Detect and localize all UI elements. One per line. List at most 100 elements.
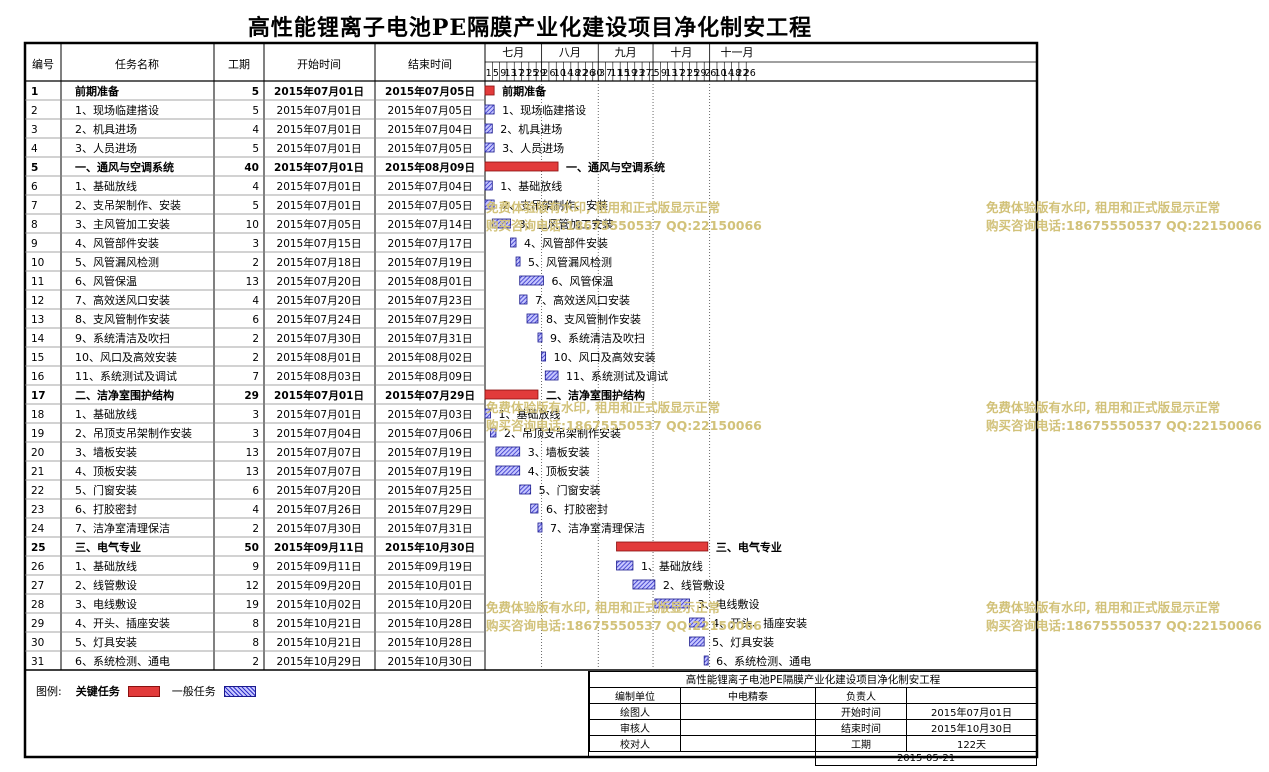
task-start: 2015年07月04日 (277, 427, 362, 440)
day-label: 17 (673, 68, 685, 79)
task-duration: 10 (246, 219, 259, 231)
day-label: 14 (561, 68, 573, 79)
task-start: 2015年09月11日 (274, 541, 364, 554)
day-label: 29 (694, 68, 706, 79)
legend: 图例: 关键任务 一般任务 (36, 683, 268, 699)
task-duration: 13 (246, 447, 259, 459)
outer-frame (23, 41, 1039, 759)
task-bar (616, 560, 634, 571)
bar-label: 4、开头、插座安装 (712, 616, 807, 630)
task-id: 19 (31, 428, 44, 440)
day-label: 17 (512, 68, 524, 79)
task-duration: 12 (246, 580, 259, 592)
task-bar (484, 408, 491, 419)
task-name: 二、洁净室围护结构 (75, 388, 174, 402)
task-end: 2015年07月04日 (388, 123, 473, 136)
task-end: 2015年10月30日 (388, 655, 473, 668)
task-name: 三、电气专业 (75, 540, 141, 554)
day-label: 21 (519, 68, 531, 79)
task-bar (654, 598, 690, 609)
task-end: 2015年07月05日 (388, 142, 473, 155)
task-id: 5 (31, 162, 38, 174)
day-label: 1 (486, 68, 492, 79)
day-label: 19 (625, 68, 637, 79)
task-name: 6、风管保温 (75, 274, 137, 288)
task-id: 8 (31, 219, 38, 231)
task-start: 2015年07月01日 (274, 389, 364, 402)
task-duration: 3 (252, 428, 259, 440)
task-bar (537, 332, 543, 343)
task-name: 5、灯具安装 (75, 635, 137, 649)
column-header: 任务名称 (115, 57, 159, 71)
critical-task-bar (484, 389, 539, 400)
task-bar (491, 218, 511, 229)
bar-label: 4、风管部件安装 (524, 236, 608, 250)
critical-task-bar (484, 85, 495, 96)
task-bar (519, 275, 544, 286)
day-label: 6 (710, 68, 716, 79)
task-name: 3、电线敷设 (75, 597, 137, 611)
info-reviewer-value (680, 719, 816, 736)
task-name: 7、高效送风口安装 (75, 293, 170, 307)
task-name: 4、风管部件安装 (75, 236, 159, 250)
task-name: 9、系统清洁及吹扫 (75, 332, 170, 345)
task-name: 1、基础放线 (75, 179, 137, 193)
day-label: 3 (599, 68, 605, 79)
task-bar (703, 655, 709, 666)
task-duration: 3 (252, 409, 259, 421)
task-duration: 8 (252, 637, 259, 649)
bar-label: 2、吊顶支吊架制作安装 (504, 426, 621, 440)
info-checker-label: 校对人 (589, 735, 681, 752)
task-name: 5、门窗安装 (75, 483, 137, 497)
column-header: 结束时间 (408, 58, 452, 71)
day-label: 15 (618, 68, 630, 79)
task-bar (530, 503, 539, 514)
task-id: 25 (31, 542, 46, 554)
task-id: 24 (31, 523, 45, 535)
column-header: 工期 (228, 58, 250, 71)
task-id: 6 (31, 181, 38, 193)
task-duration: 2 (252, 656, 259, 668)
column-header: 编号 (32, 57, 54, 71)
task-id: 10 (31, 257, 44, 269)
info-org-value: 中电精泰 (680, 687, 816, 704)
task-start: 2015年08月01日 (277, 351, 362, 364)
task-duration: 6 (252, 314, 259, 326)
task-duration: 8 (252, 618, 259, 630)
task-end: 2015年10月28日 (388, 636, 473, 649)
task-start: 2015年07月26日 (277, 503, 362, 516)
day-label: 5 (654, 68, 660, 79)
task-start: 2015年07月07日 (277, 446, 362, 459)
task-name: 2、支吊架制作、安装 (75, 198, 181, 212)
task-start: 2015年07月01日 (277, 104, 362, 117)
task-start: 2015年07月01日 (277, 408, 362, 421)
bar-label: 10、风口及高效安装 (554, 350, 656, 364)
task-name: 4、顶板安装 (75, 464, 137, 478)
bar-label: 4、顶板安装 (528, 464, 590, 478)
task-name: 2、线管敷设 (75, 578, 137, 592)
task-start: 2015年10月21日 (277, 636, 362, 649)
bar-label: 7、高效送风口安装 (535, 293, 630, 307)
legend-label: 图例: (36, 685, 62, 698)
task-duration: 50 (244, 542, 259, 554)
task-duration: 5 (252, 200, 259, 212)
task-start: 2015年07月07日 (277, 465, 362, 478)
task-start: 2015年10月21日 (277, 617, 362, 630)
task-end: 2015年07月29日 (388, 313, 473, 326)
info-owner-label: 负责人 (815, 687, 907, 704)
task-duration: 29 (244, 390, 259, 402)
day-label: 2 (705, 68, 711, 79)
table-grid (23, 41, 1039, 759)
task-duration: 3 (252, 238, 259, 250)
info-date: 2015-05-21 (815, 751, 1037, 766)
bar-label: 1、基础放线 (641, 559, 703, 573)
